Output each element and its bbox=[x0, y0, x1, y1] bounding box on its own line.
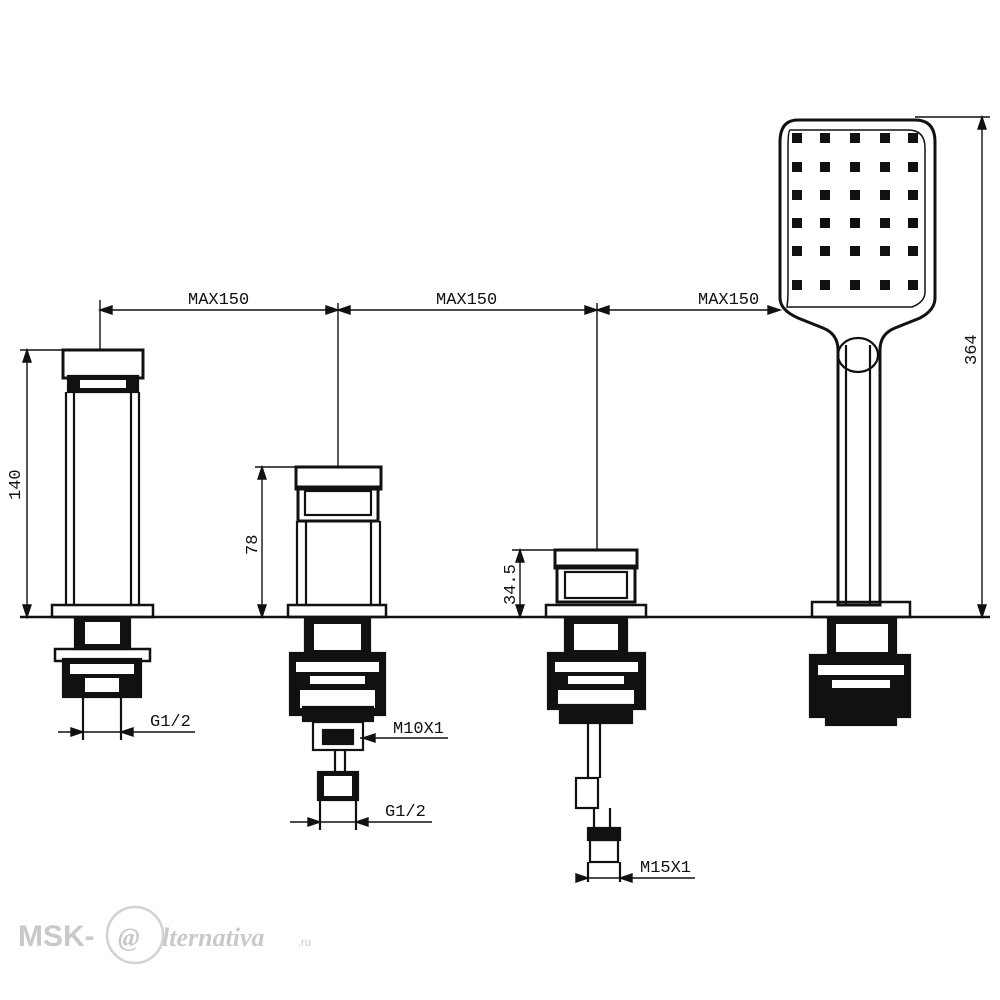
handle-thread-bottom-label: G1/2 bbox=[385, 803, 426, 822]
spacing-label-1: MAX150 bbox=[188, 291, 249, 310]
watermark-suffix: lternativa bbox=[162, 923, 265, 952]
watermark-prefix: MSK- bbox=[18, 920, 95, 953]
handle-thread-top-label: M10X1 bbox=[393, 720, 444, 739]
spacing-label-3: MAX150 bbox=[698, 291, 759, 310]
spray-nozzles bbox=[792, 133, 918, 290]
spout bbox=[50, 348, 155, 740]
handle-height-label: 78 bbox=[244, 535, 263, 555]
spout-height-label: 140 bbox=[7, 469, 26, 500]
watermark-logo: MSK- @ lternativa .ru bbox=[18, 905, 311, 965]
spacing-label-2: MAX150 bbox=[436, 291, 497, 310]
diverter bbox=[544, 548, 648, 882]
hand-shower bbox=[778, 118, 937, 727]
spout-thread-label: G1/2 bbox=[150, 713, 191, 732]
diverter-height-label: 34.5 bbox=[502, 564, 521, 605]
mixer-handle bbox=[286, 465, 388, 830]
watermark-at: @ bbox=[118, 923, 140, 952]
diverter-thread-label: M15X1 bbox=[640, 859, 691, 878]
shower-height-label: 364 bbox=[963, 334, 982, 365]
dimension-lines bbox=[20, 114, 990, 883]
watermark-domain: .ru bbox=[298, 937, 311, 949]
